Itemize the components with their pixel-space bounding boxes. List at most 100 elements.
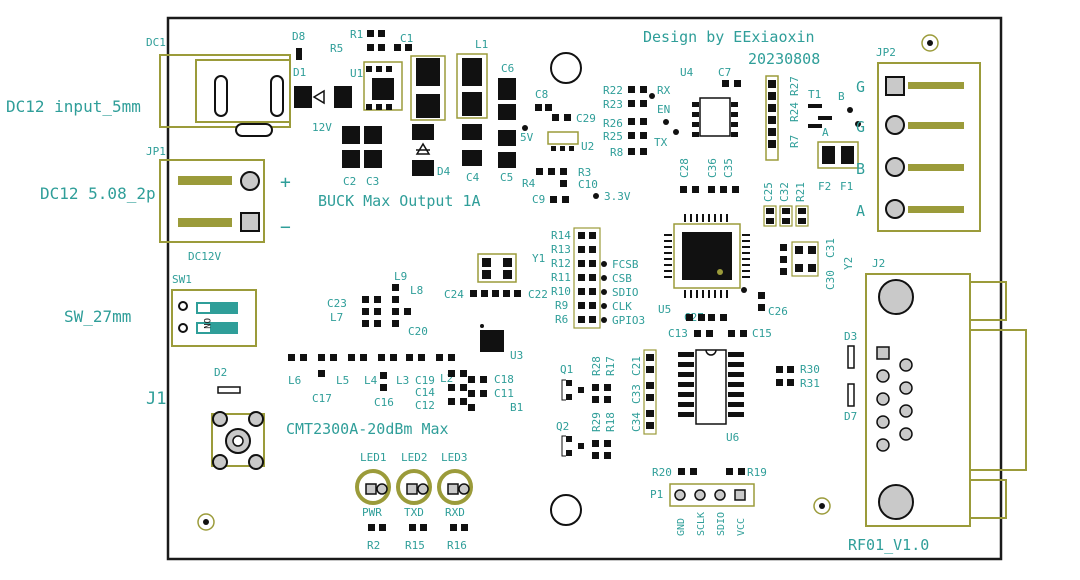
b1-ref: B1 (510, 401, 523, 414)
design-by-text: Design by EExiaoxin (643, 28, 815, 46)
y2-ref: Y2 (842, 257, 855, 270)
d1-ref: D1 (293, 66, 306, 79)
r1-ref: R1 (350, 28, 363, 41)
pin-sdio: SDIO (612, 286, 639, 299)
c3-ref: C3 (366, 175, 379, 188)
led3-label: RXD (445, 506, 465, 519)
l7-ref: L7 (330, 311, 343, 324)
r14-ref: R14 (551, 229, 571, 242)
uart-pin-labels: RX EN TX (654, 84, 671, 149)
c15-ref: C15 (752, 327, 772, 340)
dc1-ref: DC1 (146, 36, 166, 49)
d7-ref: D7 (844, 410, 857, 423)
r29-ref: R29 (590, 412, 603, 432)
v33-label: 3.3V (604, 190, 631, 203)
c33-ref: C33 (630, 384, 643, 404)
c23-ref: C23 (327, 297, 347, 310)
mcu-pin-labels: FCSB CSB SDIO CLK GPIO3 (612, 258, 645, 327)
r5-ref: R5 (330, 42, 343, 55)
c5-ref: C5 (500, 171, 513, 184)
c4-ref: C4 (466, 171, 480, 184)
driver-section: Q1 Q2 R28 R17 C21 C33 C34 R29 R18 C27 C1… (556, 311, 772, 444)
f1-ref: F1 (840, 180, 853, 193)
y1-ref: Y1 (532, 252, 545, 265)
r17-ref: R17 (604, 356, 617, 376)
buck-title: BUCK Max Output 1A (318, 192, 481, 210)
t1-b-label: B (838, 90, 845, 103)
d2-ref: D2 (214, 366, 227, 379)
uart-en: EN (657, 103, 670, 116)
led2-ref: LED2 (401, 451, 428, 464)
uart-tx: TX (654, 136, 668, 149)
c31-ref: C31 (824, 238, 837, 258)
jp2-pin-4: A (856, 202, 865, 220)
jp2-pin-1: G (856, 78, 865, 96)
dc1-jack: DC1 (146, 36, 291, 137)
r31-ref: R31 (800, 377, 820, 390)
r6-ref: R6 (555, 313, 568, 326)
p1-pin-gnd: GND (676, 518, 687, 536)
l5-ref: L5 (336, 374, 349, 387)
pin-clk: CLK (612, 300, 632, 313)
u1-ref: U1 (350, 67, 363, 80)
dc12v-label: DC12V (188, 250, 221, 263)
mcu-footprints (573, 186, 819, 329)
r27-ref: R27 (788, 76, 801, 96)
l1-ref: L1 (475, 38, 488, 51)
r25-ref: R25 (603, 130, 623, 143)
left-notes: DC12 input_5mm DC12 5.08_2p SW_27mm J1 (6, 97, 166, 409)
u5-ref: U5 (658, 303, 671, 316)
r8-ref: R8 (610, 146, 623, 159)
c11-ref: C11 (494, 387, 514, 400)
c20-ref: C20 (408, 325, 428, 338)
r20-ref: R20 (652, 466, 672, 479)
f2-ref: F2 (818, 180, 831, 193)
c25-ref: C25 (762, 182, 775, 202)
led1-label: PWR (362, 506, 382, 519)
on-label: ON (201, 318, 211, 329)
switch-note: SW_27mm (64, 307, 131, 326)
minus-sign: − (280, 217, 291, 238)
c2-ref: C2 (343, 175, 356, 188)
r21-ref: R21 (794, 182, 807, 202)
c35-ref: C35 (722, 158, 735, 178)
r7-ref: R7 (788, 135, 801, 148)
r18-ref: R18 (604, 412, 617, 432)
c14-ref: C14 (415, 386, 435, 399)
led3-ref: LED3 (441, 451, 468, 464)
led-row: LED1 LED2 LED3 PWR TXD RXD R2 R15 R16 (355, 451, 473, 552)
p1-pin-sdio: SDIO (716, 512, 727, 536)
c24-ref: C24 (444, 288, 464, 301)
led1-ref: LED1 (360, 451, 387, 464)
buck-section: D8 R1 R5 C1 L1 U1 D1 12V C2 C3 D4 C4 C5 … (292, 28, 631, 206)
c22-ref: C22 (528, 288, 548, 301)
jp1-ref: JP1 (146, 145, 166, 158)
rf-footprints (288, 253, 521, 411)
r15-ref: R15 (405, 539, 425, 552)
mcu-section: C28 C36 C35 C25 C32 R21 R14 R13 R12 R11 … (532, 158, 855, 326)
jp2-pin-3: B (856, 160, 865, 178)
l9-ref: L9 (394, 270, 407, 283)
d4-ref: D4 (437, 165, 451, 178)
sw1-switch: SW1 ON (171, 273, 257, 347)
c32-ref: C32 (778, 182, 791, 202)
c9-ref: C9 (532, 193, 545, 206)
r9-ref: R9 (555, 299, 568, 312)
r23-ref: R23 (603, 98, 623, 111)
c12-ref: C12 (415, 399, 435, 412)
c30-ref: C30 (824, 270, 837, 290)
plus-sign: + (280, 172, 291, 193)
r22-ref: R22 (603, 84, 623, 97)
c7-ref: C7 (718, 66, 731, 79)
rf-title: CMT2300A-20dBm Max (286, 420, 449, 438)
c1-ref: C1 (400, 32, 413, 45)
r12-ref: R12 (551, 257, 571, 270)
pin-fcsb: FCSB (612, 258, 639, 271)
c34-ref: C34 (630, 412, 643, 432)
jp1-terminal: JP1 + − DC12V (146, 145, 291, 263)
c6-ref: C6 (501, 62, 514, 75)
l8-ref: L8 (410, 284, 423, 297)
r2-ref: R2 (367, 539, 380, 552)
r30-ref: R30 (800, 363, 820, 376)
